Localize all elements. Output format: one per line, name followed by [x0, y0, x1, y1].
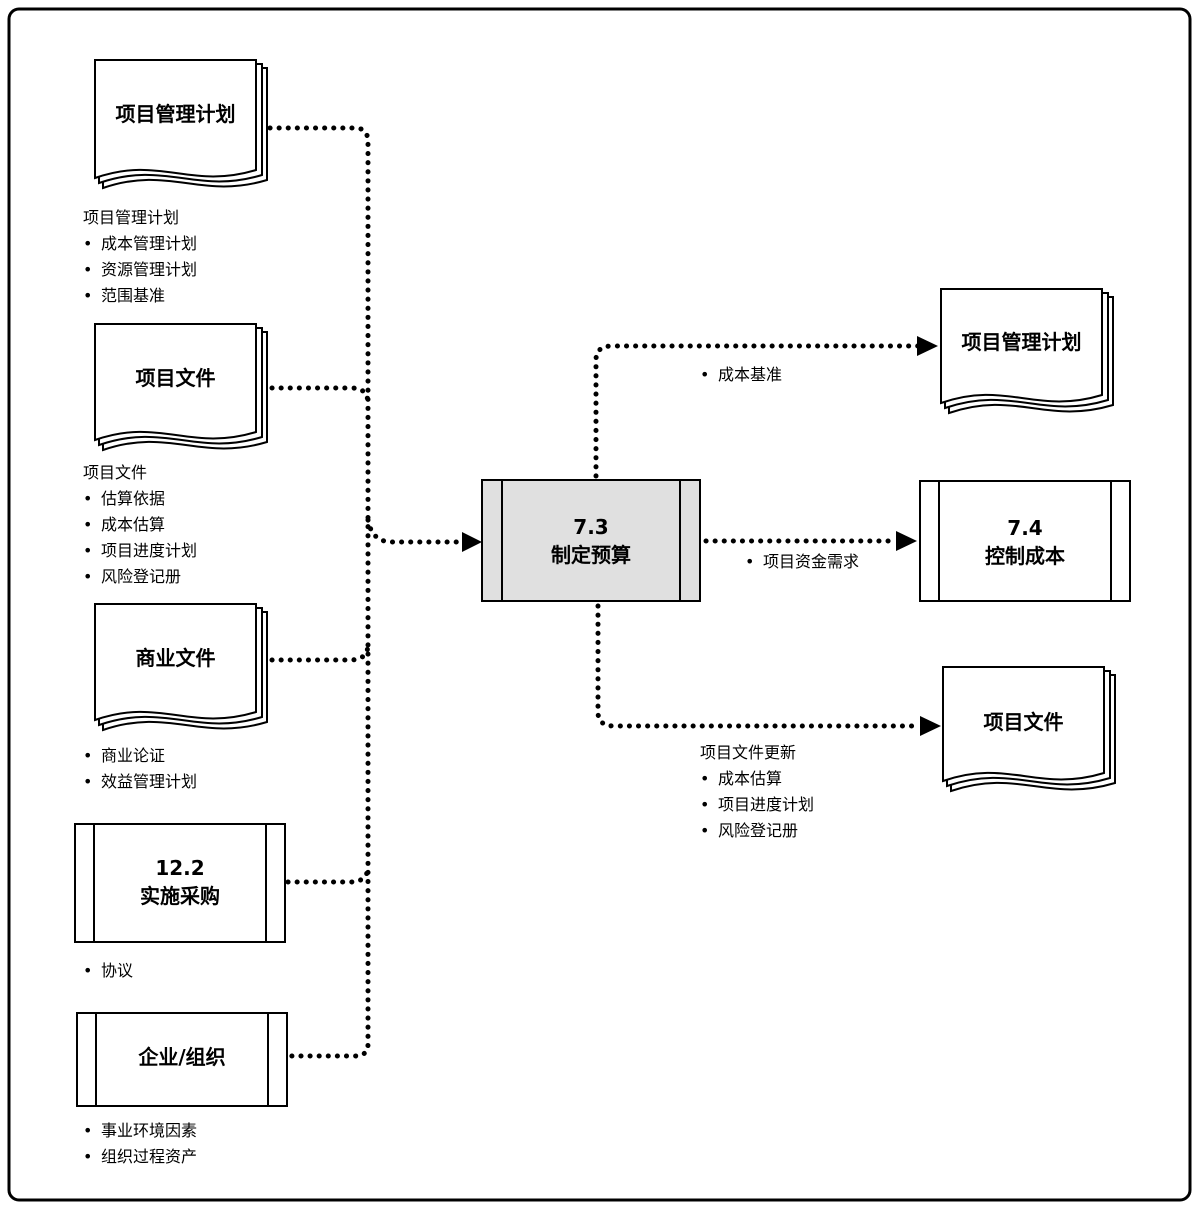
list-item: 成本估算 [83, 512, 197, 538]
input-doc-3-title: 商业文件 [135, 646, 216, 670]
input-doc-1-title: 项目管理计划 [115, 102, 236, 126]
input-5-title: 企业/组织 [138, 1045, 226, 1069]
output-doc-1-title: 项目管理计划 [961, 330, 1082, 354]
input-enterprise-organization[interactable] [76, 1012, 288, 1107]
list-item: 组织过程资产 [83, 1144, 197, 1170]
output-doc-project-documents[interactable] [942, 666, 1116, 793]
output-process-7-4[interactable] [919, 480, 1131, 602]
output-3-list: 项目文件更新 成本估算 项目进度计划 风险登记册 [700, 740, 814, 844]
list-item: 项目资金需求 [745, 549, 859, 575]
output-process-2-number: 7.4 [1007, 516, 1043, 540]
output-2-list: 项目资金需求 [745, 549, 859, 575]
list-item: 估算依据 [83, 486, 197, 512]
input-5-list: 事业环境因素 组织过程资产 [83, 1118, 197, 1170]
input-1-list-head: 项目管理计划 [83, 208, 180, 227]
input-2-list-head: 项目文件 [83, 463, 148, 482]
connector-to-project-docs [595, 603, 923, 729]
list-item: 项目进度计划 [700, 792, 814, 818]
connector-to-center [365, 517, 465, 545]
output-process-2-title: 控制成本 [985, 544, 1065, 568]
input-process-4-number: 12.2 [155, 856, 205, 880]
input-doc-business-documents[interactable] [94, 603, 268, 732]
list-item: 成本基准 [700, 362, 782, 388]
output-doc-3-title: 项目文件 [983, 710, 1064, 734]
list-item: 成本管理计划 [83, 231, 197, 257]
input-process-4-label: 12.2 实施采购 [94, 854, 266, 910]
list-item: 资源管理计划 [83, 257, 197, 283]
arrowhead-to-center [462, 532, 482, 552]
input-3-list: 商业论证 效益管理计划 [83, 743, 197, 795]
outer-border [7, 7, 1192, 1202]
list-item: 成本估算 [700, 766, 814, 792]
center-process-label: 7.3 制定预算 [502, 513, 680, 569]
connector-to-pm-plan [593, 343, 921, 479]
arrowhead-to-pm-plan [917, 336, 938, 356]
input-doc-2-title: 项目文件 [135, 366, 216, 390]
connector-business-docs [269, 641, 371, 663]
center-process-7-3[interactable] [481, 479, 701, 602]
connector-procurement [285, 863, 371, 885]
connector-project-docs [269, 385, 371, 407]
output-doc-project-management-plan[interactable] [940, 288, 1114, 415]
center-process-number: 7.3 [573, 515, 609, 539]
list-item: 风险登记册 [700, 818, 814, 844]
input-trunk-line [267, 125, 371, 1059]
input-2-list: 项目文件 估算依据 成本估算 项目进度计划 风险登记册 [83, 460, 197, 590]
input-1-list: 项目管理计划 成本管理计划 资源管理计划 范围基准 [83, 205, 197, 309]
connector-lines [267, 125, 923, 1059]
list-item: 效益管理计划 [83, 769, 197, 795]
list-item: 协议 [83, 958, 133, 984]
input-doc-project-management-plan[interactable] [94, 59, 268, 190]
list-item: 商业论证 [83, 743, 197, 769]
list-item: 范围基准 [83, 283, 197, 309]
input-4-list: 协议 [83, 958, 133, 984]
center-process-title: 制定预算 [551, 543, 631, 567]
input-doc-project-documents[interactable] [94, 323, 268, 452]
list-item: 事业环境因素 [83, 1118, 197, 1144]
arrowhead-to-project-docs [920, 716, 941, 736]
list-item: 项目进度计划 [83, 538, 197, 564]
output-3-list-head: 项目文件更新 [700, 743, 797, 762]
output-process-2-label: 7.4 控制成本 [939, 514, 1111, 570]
input-process-12-2[interactable] [74, 823, 286, 943]
input-process-4-title: 实施采购 [140, 884, 220, 908]
output-1-list: 成本基准 [700, 362, 782, 388]
arrowhead-to-control-costs [896, 531, 917, 551]
list-item: 风险登记册 [83, 564, 197, 590]
